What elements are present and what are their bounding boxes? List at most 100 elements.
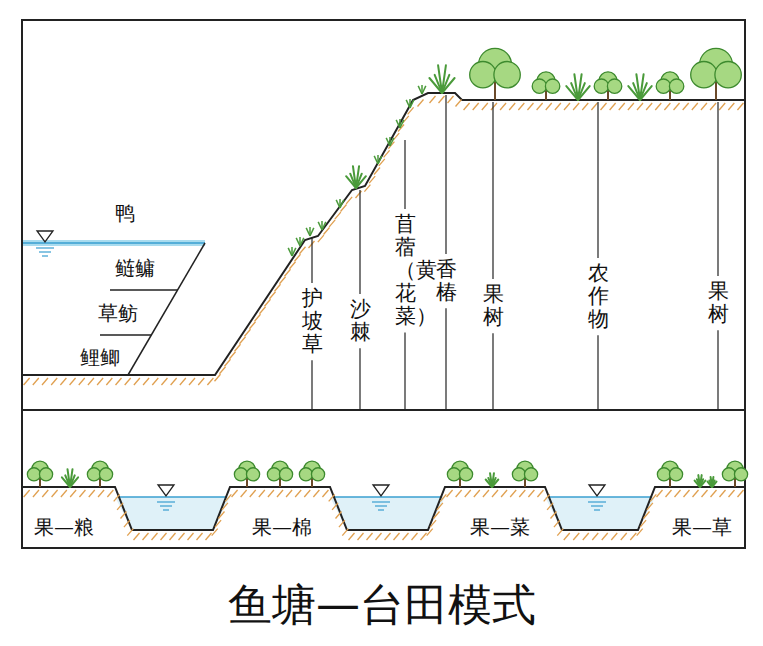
tree <box>691 48 742 100</box>
level-triangle <box>373 485 389 496</box>
pattern-label: 果—菜 <box>470 515 530 539</box>
hatch-stroke <box>88 378 94 385</box>
hatch-stroke <box>215 520 221 527</box>
canopy <box>734 468 747 481</box>
hatch-stroke <box>230 352 236 359</box>
hatch-stroke <box>124 520 130 527</box>
hatch-stroke <box>60 378 66 385</box>
hatch-stroke <box>421 533 427 540</box>
level-tick <box>594 509 600 510</box>
canopy <box>447 468 460 481</box>
canopy <box>99 468 112 481</box>
leaf <box>712 482 716 487</box>
hatch-stroke <box>692 103 698 110</box>
hatch-stroke <box>324 228 330 235</box>
leaf <box>578 86 590 100</box>
tree <box>656 72 684 100</box>
hatch-stroke <box>408 107 414 114</box>
hatch-stroke <box>220 367 226 374</box>
leaf <box>574 74 578 100</box>
hatch-stroke <box>393 133 399 140</box>
tree <box>234 461 259 487</box>
crop-plant <box>486 473 499 487</box>
hatch-stroke <box>117 503 123 510</box>
hatch-stroke <box>179 533 185 540</box>
hatch-stroke <box>456 100 462 107</box>
hatch-stroke <box>349 533 355 540</box>
hatch-stroke <box>300 247 306 254</box>
hatch-stroke <box>591 103 597 110</box>
level-tick <box>375 505 387 506</box>
leader-line <box>359 348 360 409</box>
hatch-stroke <box>573 533 579 540</box>
hatch-stroke <box>285 269 291 276</box>
plant-label: 果树 <box>708 280 729 326</box>
hatch-stroke <box>582 103 588 110</box>
grass-blade <box>410 100 414 108</box>
trench-water <box>330 497 445 530</box>
hatch-stroke <box>33 490 39 497</box>
level-tick <box>160 505 172 506</box>
hatch-stroke <box>114 494 120 501</box>
hatch-stroke <box>295 490 301 497</box>
hatch-stroke <box>121 512 127 519</box>
grass-blade <box>390 138 394 146</box>
leader-line <box>311 238 312 283</box>
hatch-stroke <box>557 529 563 536</box>
hatch-stroke <box>551 512 557 519</box>
hatch-stroke <box>644 512 650 519</box>
leader-line <box>717 330 718 409</box>
hatch-stroke <box>152 533 158 540</box>
hatch-stroke <box>483 490 489 497</box>
plant-label: 沙棘 <box>350 298 371 344</box>
water-level-symbol <box>36 231 54 256</box>
crop-plant <box>695 475 706 487</box>
plant-label: 农作物 <box>588 262 609 331</box>
canopy <box>279 468 292 481</box>
hatch-stroke <box>206 533 212 540</box>
leader-line <box>597 335 598 409</box>
fish-layer-label: 草鲂 <box>98 301 138 325</box>
pattern-label: 果—粮 <box>34 515 94 539</box>
hatch-stroke <box>212 529 218 536</box>
hatch-stroke <box>134 378 140 385</box>
hatch-stroke <box>418 100 424 107</box>
leaf <box>70 477 78 487</box>
hatch-stroke <box>544 494 550 501</box>
fish-layer-label: 鲢鳙 <box>115 256 155 280</box>
hatch-stroke <box>437 503 443 510</box>
canopy <box>299 468 312 481</box>
tree <box>594 72 622 100</box>
hatch-stroke <box>180 378 186 385</box>
hatch-stroke <box>720 490 726 497</box>
hatch-stroke <box>427 529 433 536</box>
grass-tuft <box>306 227 314 236</box>
hatch-stroke <box>650 494 656 501</box>
hatch-stroke <box>564 533 570 540</box>
hatch-stroke <box>89 490 95 497</box>
tree <box>27 461 52 487</box>
hatch-stroke <box>250 490 256 497</box>
hatch-stroke <box>675 490 681 497</box>
canopy <box>27 468 40 481</box>
canopy <box>470 61 496 87</box>
tree <box>299 461 324 487</box>
hatch-stroke <box>555 103 561 110</box>
hatch-stroke <box>737 103 743 110</box>
hatch-stroke <box>394 533 400 540</box>
hatch-stroke <box>573 103 579 110</box>
water-level-symbol <box>372 485 390 510</box>
hatch-stroke <box>235 344 241 351</box>
grass-tuft <box>396 119 404 128</box>
canopy <box>512 468 525 481</box>
level-tick <box>588 501 606 502</box>
hatch-stroke <box>106 378 112 385</box>
fish-layer-label: 鸭 <box>115 201 135 225</box>
hatch-stroke <box>546 103 552 110</box>
water-line <box>549 496 651 498</box>
hatch-stroke <box>342 529 348 536</box>
hatch-stroke <box>646 103 652 110</box>
grass-blade <box>406 100 410 108</box>
hatch-stroke <box>527 103 533 110</box>
hatch-stroke <box>255 314 261 321</box>
